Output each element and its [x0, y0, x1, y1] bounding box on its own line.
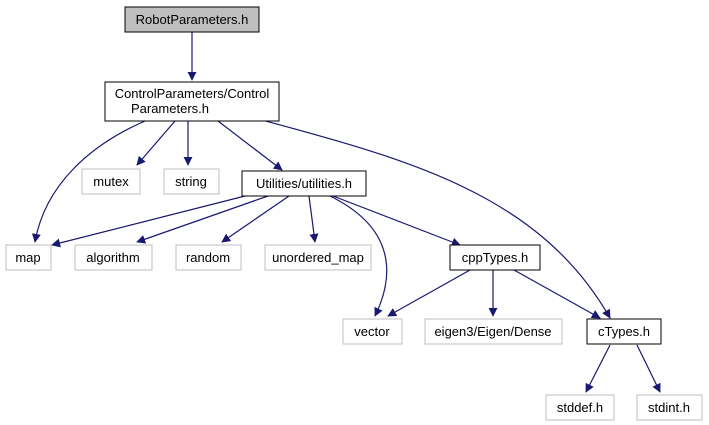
- node-label: mutex: [93, 174, 129, 189]
- node-label-line2: Parameters.h: [131, 101, 209, 116]
- node-eigen-dense[interactable]: eigen3/Eigen/Dense: [424, 318, 563, 345]
- edge-controlparameters-to-ctypes: [261, 119, 611, 319]
- node-label: random: [186, 250, 230, 265]
- node-stddef[interactable]: stddef.h: [545, 394, 615, 421]
- edge-cpptypes-to-vector: [387, 269, 471, 317]
- edge-utilities-to-map: [51, 195, 246, 248]
- node-mutex[interactable]: mutex: [81, 168, 141, 195]
- node-box: [81, 168, 141, 195]
- node-box: [175, 244, 242, 271]
- node-box: [342, 318, 403, 345]
- node-box: [163, 168, 220, 195]
- node-label: string: [175, 174, 207, 189]
- edge-utilities-to-vector: [329, 195, 388, 317]
- edges: [31, 32, 661, 393]
- node-box: [74, 244, 153, 271]
- edge-utilities-to-unorderedmap: [308, 195, 319, 243]
- node-box: [104, 81, 280, 122]
- node-utilities[interactable]: Utilities/utilities.h: [241, 170, 367, 197]
- node-box: [5, 244, 52, 271]
- node-label: RobotParameters.h: [136, 12, 249, 27]
- node-box: [586, 318, 662, 345]
- node-label: vector: [354, 324, 390, 339]
- node-label: map: [15, 250, 40, 265]
- node-box: [241, 170, 367, 197]
- node-box: [636, 394, 703, 421]
- node-cpptypes[interactable]: cppTypes.h: [449, 244, 541, 271]
- edge-ctypes-to-stdint: [636, 344, 661, 393]
- node-control-parameters[interactable]: ControlParameters/Control Parameters.h: [104, 81, 280, 122]
- node-label: unordered_map: [272, 250, 364, 265]
- node-box: [449, 244, 541, 271]
- node-label: cppTypes.h: [462, 250, 529, 265]
- edge-controlparameters-to-map: [31, 120, 146, 243]
- edge-controlparameters-to-utilities: [217, 120, 283, 171]
- edge-utilities-to-random: [221, 195, 290, 243]
- node-stdint[interactable]: stdint.h: [636, 394, 703, 421]
- node-box: [264, 244, 372, 271]
- edge-cpptypes-to-ctypes: [513, 269, 601, 319]
- node-label: cTypes.h: [598, 324, 650, 339]
- node-label: Utilities/utilities.h: [256, 176, 352, 191]
- node-random[interactable]: random: [175, 244, 242, 271]
- node-ctypes[interactable]: cTypes.h: [586, 318, 662, 345]
- node-robot-parameters[interactable]: RobotParameters.h: [124, 6, 260, 33]
- node-box: [545, 394, 615, 421]
- node-label-line1: ControlParameters/Control: [115, 86, 270, 101]
- edge-controlparameters-to-mutex: [136, 120, 176, 166]
- node-map[interactable]: map: [5, 244, 52, 271]
- node-box: [124, 6, 260, 33]
- edge-utilities-to-algorithm: [136, 195, 269, 244]
- node-algorithm[interactable]: algorithm: [74, 244, 153, 271]
- node-box: [424, 318, 563, 345]
- node-string[interactable]: string: [163, 168, 220, 195]
- node-label: stdint.h: [648, 400, 690, 415]
- node-unordered-map[interactable]: unordered_map: [264, 244, 372, 271]
- node-label: stddef.h: [557, 400, 603, 415]
- node-vector[interactable]: vector: [342, 318, 403, 345]
- node-label: eigen3/Eigen/Dense: [434, 324, 551, 339]
- edge-ctypes-to-stddef: [585, 344, 611, 393]
- node-label: algorithm: [86, 250, 139, 265]
- edge-utilities-to-cpptypes: [332, 195, 461, 247]
